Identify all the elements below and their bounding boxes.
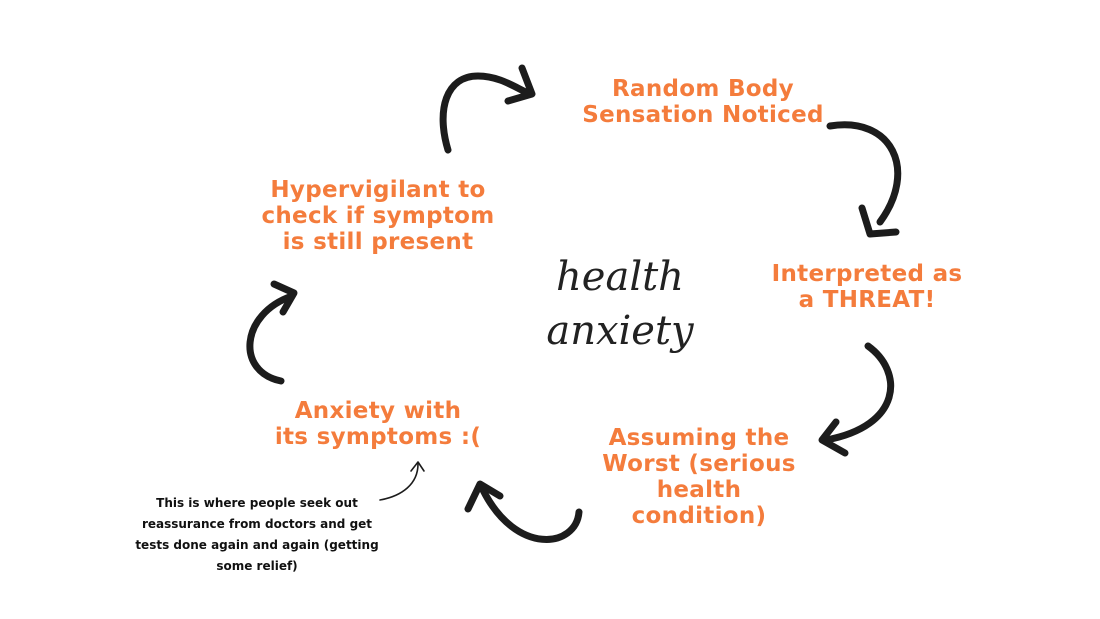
reassurance-note: This is where people seek out reassuranc… [122,493,392,577]
arrow-sensation-to-threat [826,121,902,238]
note-line: tests done again and again (getting [135,538,379,552]
node-line: Random Body [612,76,794,102]
node-line: check if symptom [261,203,495,229]
center-label-line: health [556,254,684,300]
note-line: some relief) [216,559,298,573]
node-line: its symptoms :( [274,424,482,450]
arrow-worst-to-anxiety [464,480,583,543]
node-line: Worst (serious [602,451,796,477]
node-line: Anxiety with [294,398,462,424]
node-assuming-the-worst: Assuming the Worst (serious health condi… [584,425,814,529]
node-interpreted-as-threat: Interpreted as a THREAT! [752,261,982,313]
arrow-hypervigilant-to-sensation [439,64,536,154]
node-line: Assuming the [608,425,790,451]
node-line: health [656,477,742,503]
center-label-line: anxiety [546,308,694,354]
node-line: a THREAT! [798,287,936,313]
node-hypervigilant: Hypervigilant to check if symptom is sti… [240,177,516,255]
node-line: Sensation Noticed [582,102,824,128]
node-anxiety-with-symptoms: Anxiety with its symptoms :( [262,398,494,450]
node-line: condition) [631,503,767,529]
arrow-anxiety-to-hypervigilant [246,280,298,385]
note-pointer-arrow [379,461,425,501]
note-line: This is where people seek out [156,496,358,510]
node-random-body-sensation: Random Body Sensation Noticed [548,76,858,128]
node-line: Hypervigilant to [270,177,486,203]
arrow-threat-to-worst [818,342,895,457]
node-line: Interpreted as [771,261,963,287]
note-line: reassurance from doctors and get [141,517,373,531]
center-label: health anxiety [530,250,710,358]
node-line: is still present [282,229,474,255]
